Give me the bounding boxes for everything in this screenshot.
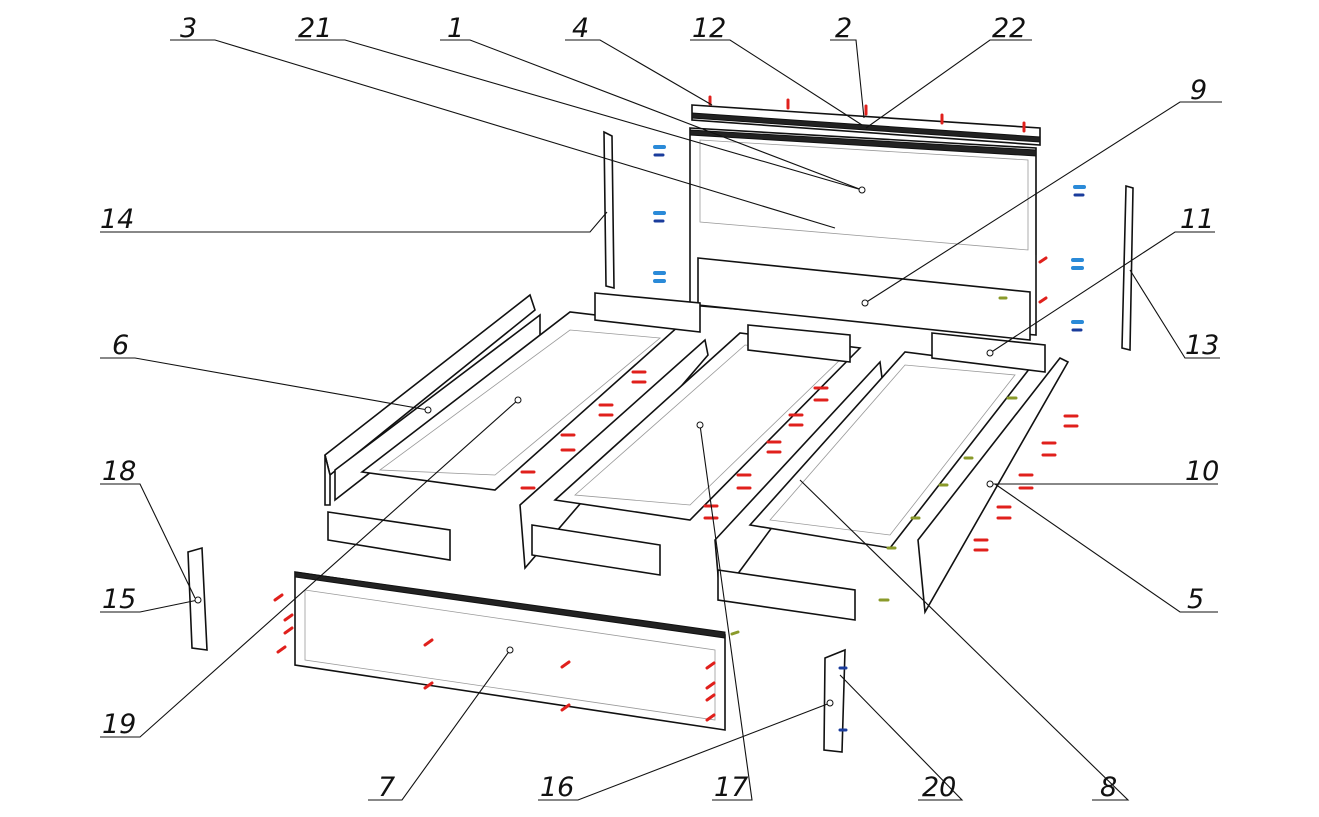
- callout-15: 15: [102, 584, 136, 615]
- headboard-panel: [689, 127, 1037, 341]
- callout-labels: 3 21 1 4 12 2 22 9 14 11 13 6 10 18 15 5…: [100, 13, 1219, 803]
- callout-17: 17: [714, 772, 748, 803]
- callout-20: 20: [922, 772, 956, 803]
- leader-lines: [100, 39, 1222, 801]
- callout-5: 5: [1187, 584, 1204, 615]
- callout-4: 4: [572, 13, 589, 44]
- callout-19: 19: [102, 709, 136, 740]
- callout-1: 1: [447, 13, 464, 44]
- middle-frame-section: [531, 324, 883, 601]
- callout-2: 2: [835, 13, 852, 44]
- callout-11: 11: [1180, 204, 1214, 235]
- callout-10: 10: [1185, 456, 1219, 487]
- callout-16: 16: [540, 772, 574, 803]
- callout-9: 9: [1190, 75, 1207, 106]
- callout-14: 14: [100, 204, 134, 235]
- callout-18: 18: [102, 456, 136, 487]
- callout-22: 22: [992, 13, 1026, 44]
- fasteners: [273, 95, 1086, 732]
- callout-21: 21: [298, 13, 332, 44]
- callout-12: 12: [692, 13, 726, 44]
- callout-8: 8: [1100, 772, 1117, 803]
- callout-3: 3: [180, 13, 197, 44]
- headboard-legs: [603, 130, 1134, 352]
- callout-7: 7: [378, 772, 395, 803]
- callout-6: 6: [112, 330, 129, 361]
- callout-13: 13: [1185, 330, 1219, 361]
